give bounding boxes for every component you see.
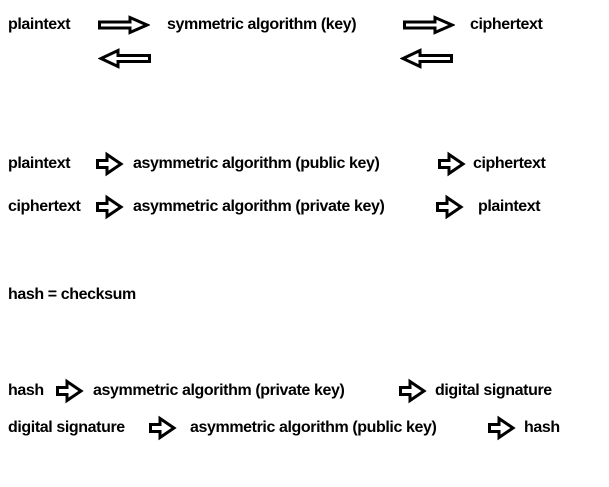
right-arrow-icon bbox=[402, 14, 456, 41]
left-arrow-icon bbox=[399, 47, 454, 75]
verify-output-label: hash bbox=[524, 419, 560, 436]
asymmetric-decrypt-input-label: ciphertext bbox=[8, 198, 81, 215]
right-arrow-icon bbox=[487, 415, 516, 446]
right-arrow-icon bbox=[95, 151, 124, 182]
left-arrow-icon bbox=[97, 47, 152, 75]
sign-output-label: digital signature bbox=[435, 382, 552, 399]
verify-input-label: digital signature bbox=[8, 419, 125, 436]
sign-input-label: hash bbox=[8, 382, 44, 399]
right-arrow-icon bbox=[55, 378, 84, 409]
asymmetric-decrypt-output-label: plaintext bbox=[478, 198, 541, 215]
right-arrow-icon bbox=[148, 415, 177, 446]
asymmetric-encrypt-output-label: ciphertext bbox=[473, 155, 546, 172]
hash-definition-label: hash = checksum bbox=[8, 286, 136, 303]
asymmetric-encrypt-process-label: asymmetric algorithm (public key) bbox=[133, 155, 380, 172]
symmetric-output-label: ciphertext bbox=[470, 16, 543, 33]
asymmetric-decrypt-process-label: asymmetric algorithm (private key) bbox=[133, 198, 385, 215]
asymmetric-encrypt-input-label: plaintext bbox=[8, 155, 71, 172]
right-arrow-icon bbox=[97, 14, 151, 41]
verify-process-label: asymmetric algorithm (public key) bbox=[190, 419, 437, 436]
right-arrow-icon bbox=[95, 194, 124, 225]
symmetric-process-label: symmetric algorithm (key) bbox=[167, 16, 357, 33]
right-arrow-icon bbox=[437, 151, 466, 182]
symmetric-input-label: plaintext bbox=[8, 16, 71, 33]
sign-process-label: asymmetric algorithm (private key) bbox=[93, 382, 345, 399]
right-arrow-icon bbox=[398, 378, 427, 409]
right-arrow-icon bbox=[435, 194, 464, 225]
